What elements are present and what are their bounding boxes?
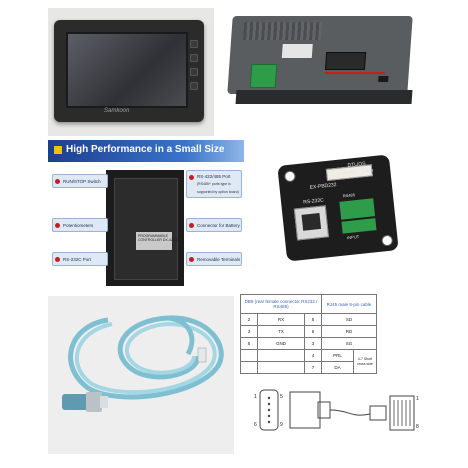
header-left: DB9 (rear female connector RS232 / RS485… [240,294,322,314]
pin-label: 9 [280,422,283,428]
power-terminal [249,64,278,88]
pin-label: 5 [280,394,283,400]
callout-label: RS-232C Port [63,257,92,262]
plc-label-text: PROGRAMMABLE CONTROLLER DX-42200P [138,234,181,242]
callout-label: Removable Terminals [197,257,241,262]
cell: 3 [240,325,258,338]
cell: 4 [304,349,322,362]
module-board: DTL/OS MEMORY Battery EX-PBD232 RS-232C … [277,154,399,262]
cell: PRL [321,349,354,362]
callout-dot-icon [189,175,194,180]
module-label: RS485 [342,192,356,199]
cable-drawing: 1 5 6 9 1 8 [254,389,419,431]
header-right: RJ45 male 8-pin cable [321,294,377,314]
hmi-buttons [190,40,198,96]
module-label: EX-PBD232 [309,182,337,191]
callout-dot-icon [55,257,60,262]
callout-label: Connector for Battery [197,223,240,228]
callout-label: RS-422/485 Port [197,174,231,179]
hmi-rear-base [235,90,413,104]
hmi-rear-case [227,16,413,94]
rear-sticker [281,44,313,58]
product-slide: High Performance in a Small Size PROGRAM… [48,140,244,288]
cell: GND [257,337,305,350]
cell: SD [321,313,377,326]
note-cell: 4-7 Short cross wire [353,349,377,374]
rj45-socket [293,205,329,241]
pin-label: 1 [254,394,257,400]
cell: RD [321,325,377,338]
table-row: 4 PRL 4-7 Short cross wire [240,349,377,374]
cell: 2 [240,313,258,326]
callout-label: Potentiometers [63,223,94,228]
terminal-block [339,198,376,220]
cell [257,349,305,362]
usb-port [378,76,389,82]
cell: 5 [304,313,322,326]
callout-dot-icon [189,223,194,228]
cell: RX [257,313,305,326]
callout-potentiometers: Potentiometers [52,218,108,232]
table-row: 5 GND 3 SG [240,337,377,350]
module-label: INPUT [346,233,360,241]
callout-rs232: RS-232C Port [52,252,108,266]
hmi-device: Samkoon [54,20,204,122]
slide-title-bar: High Performance in a Small Size [48,140,244,162]
cell: TX [257,325,305,338]
table-row: 3 TX 6 RD [240,325,377,338]
vent-grille [243,22,323,40]
cell: 3 [304,337,322,350]
callout-dot-icon [189,257,194,262]
cell: SG [321,337,377,350]
module-label: RS-232C [302,197,325,206]
cell: 5 [240,337,258,350]
serial-port [324,52,367,70]
pin-label: 6 [254,422,257,428]
title-bullet-icon [54,146,62,154]
pinout-table: DB9 (rear female connector RS232 / RS485… [240,294,377,374]
slide-title: High Performance in a Small Size [66,144,225,155]
plc-photo: PROGRAMMABLE CONTROLLER DX-42200P [106,170,184,286]
callout-run-stop: RUN/STOP Switch [52,174,108,188]
plc-front [114,178,178,280]
pin-label: 8 [416,424,419,430]
cell: 6 [304,325,322,338]
callout-sub: (RS485+ ports type is supported by optio… [197,182,239,194]
mount-hole [283,170,296,183]
callout-label: RUN/STOP Switch [63,179,101,184]
cell: 7 [304,361,322,374]
hmi-brand: Samkoon [104,108,130,114]
pin-label: 1 [416,396,419,402]
callout-rs422: RS-422/485 Port (RS485+ ports type is sup… [186,170,242,198]
wiring-diagram: DB9 (rear female connector RS232 / RS485… [240,292,422,458]
mount-hole [381,234,394,247]
table-row: 2 RX 5 SD [240,313,377,326]
hmi-back-photo [226,8,422,118]
callout-dot-icon [55,223,60,228]
cell [240,349,258,362]
cell [257,361,305,374]
callout-battery: Connector for Battery [186,218,242,232]
callout-dot-icon [55,179,60,184]
hmi-front-photo: Samkoon [48,8,214,136]
rs232-cable-icon [62,315,224,412]
cell [240,361,258,374]
rs232-module-photo: DTL/OS MEMORY Battery EX-PBD232 RS-232C … [252,140,420,288]
hmi-screen [66,32,188,108]
plc-label [136,232,172,250]
red-wire [324,72,385,74]
cell: DA [321,361,354,374]
callout-terminals: Removable Terminals [186,252,242,266]
cable-photo [48,296,234,454]
table-row: 7 DA [240,361,377,374]
terminal-block-lower [341,218,377,234]
